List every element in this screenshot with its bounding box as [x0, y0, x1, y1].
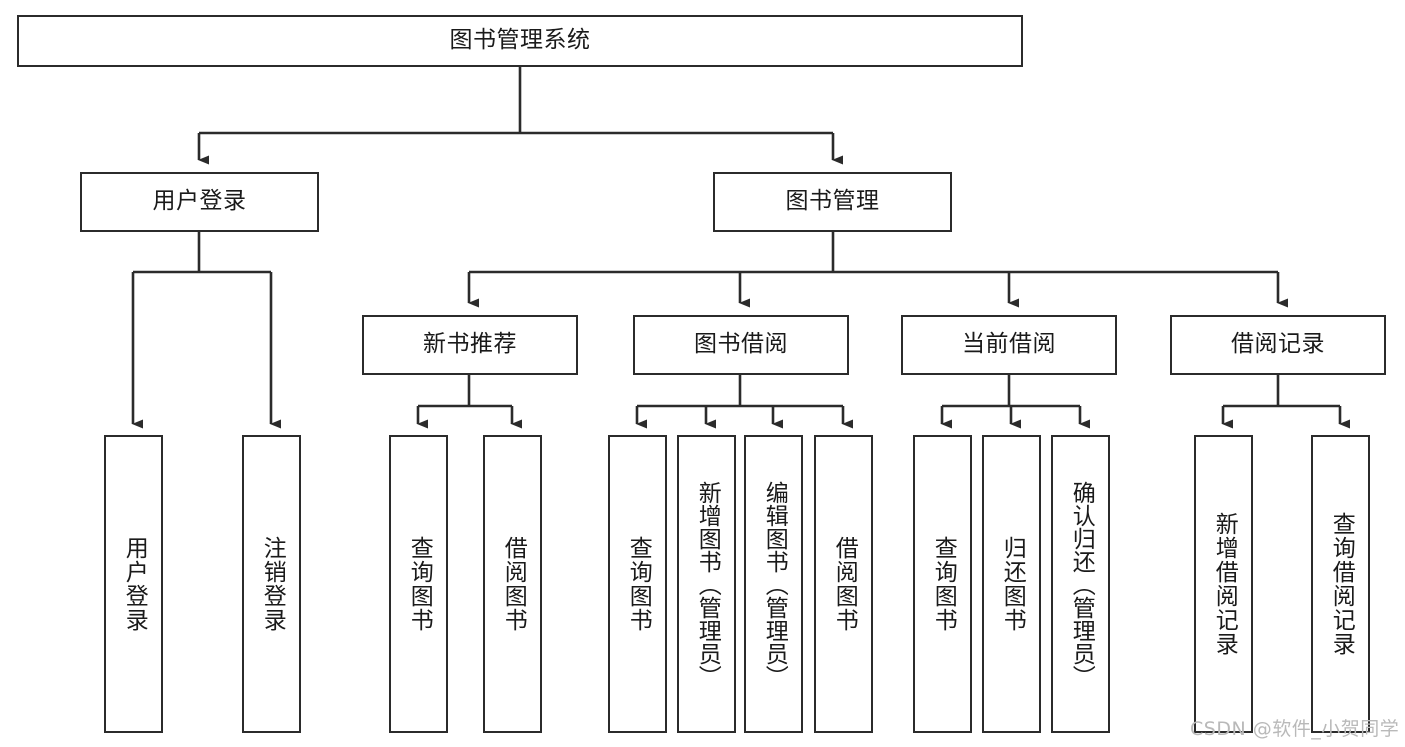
leaf-logout[interactable]: 注销登录	[242, 435, 301, 733]
node-new-book-recommend[interactable]: 新书推荐	[362, 315, 578, 375]
leaf-add-book-admin[interactable]: 新增图书（管理员）	[677, 435, 736, 733]
node-root[interactable]: 图书管理系统	[17, 15, 1023, 67]
leaf-edit-book-admin[interactable]: 编辑图书（管理员）	[744, 435, 803, 733]
leaf-query-borrow-record[interactable]: 查询借阅记录	[1311, 435, 1370, 733]
node-current-borrow[interactable]: 当前借阅	[901, 315, 1117, 375]
leaf-new-book-borrow[interactable]: 借阅图书	[483, 435, 542, 733]
leaf-user-login[interactable]: 用户登录	[104, 435, 163, 733]
leaf-borrow-query-book[interactable]: 查询图书	[608, 435, 667, 733]
node-book-borrow[interactable]: 图书借阅	[633, 315, 849, 375]
node-borrow-record[interactable]: 借阅记录	[1170, 315, 1386, 375]
leaf-new-book-query[interactable]: 查询图书	[389, 435, 448, 733]
watermark-text: CSDN @软件_小贺同学	[1190, 718, 1400, 740]
leaf-add-borrow-record[interactable]: 新增借阅记录	[1194, 435, 1253, 733]
leaf-return-book[interactable]: 归还图书	[982, 435, 1041, 733]
node-book-manage[interactable]: 图书管理	[713, 172, 952, 232]
leaf-confirm-return-admin[interactable]: 确认归还（管理员）	[1051, 435, 1110, 733]
leaf-current-query-book[interactable]: 查询图书	[913, 435, 972, 733]
node-user-login[interactable]: 用户登录	[80, 172, 319, 232]
leaf-borrow-book[interactable]: 借阅图书	[814, 435, 873, 733]
